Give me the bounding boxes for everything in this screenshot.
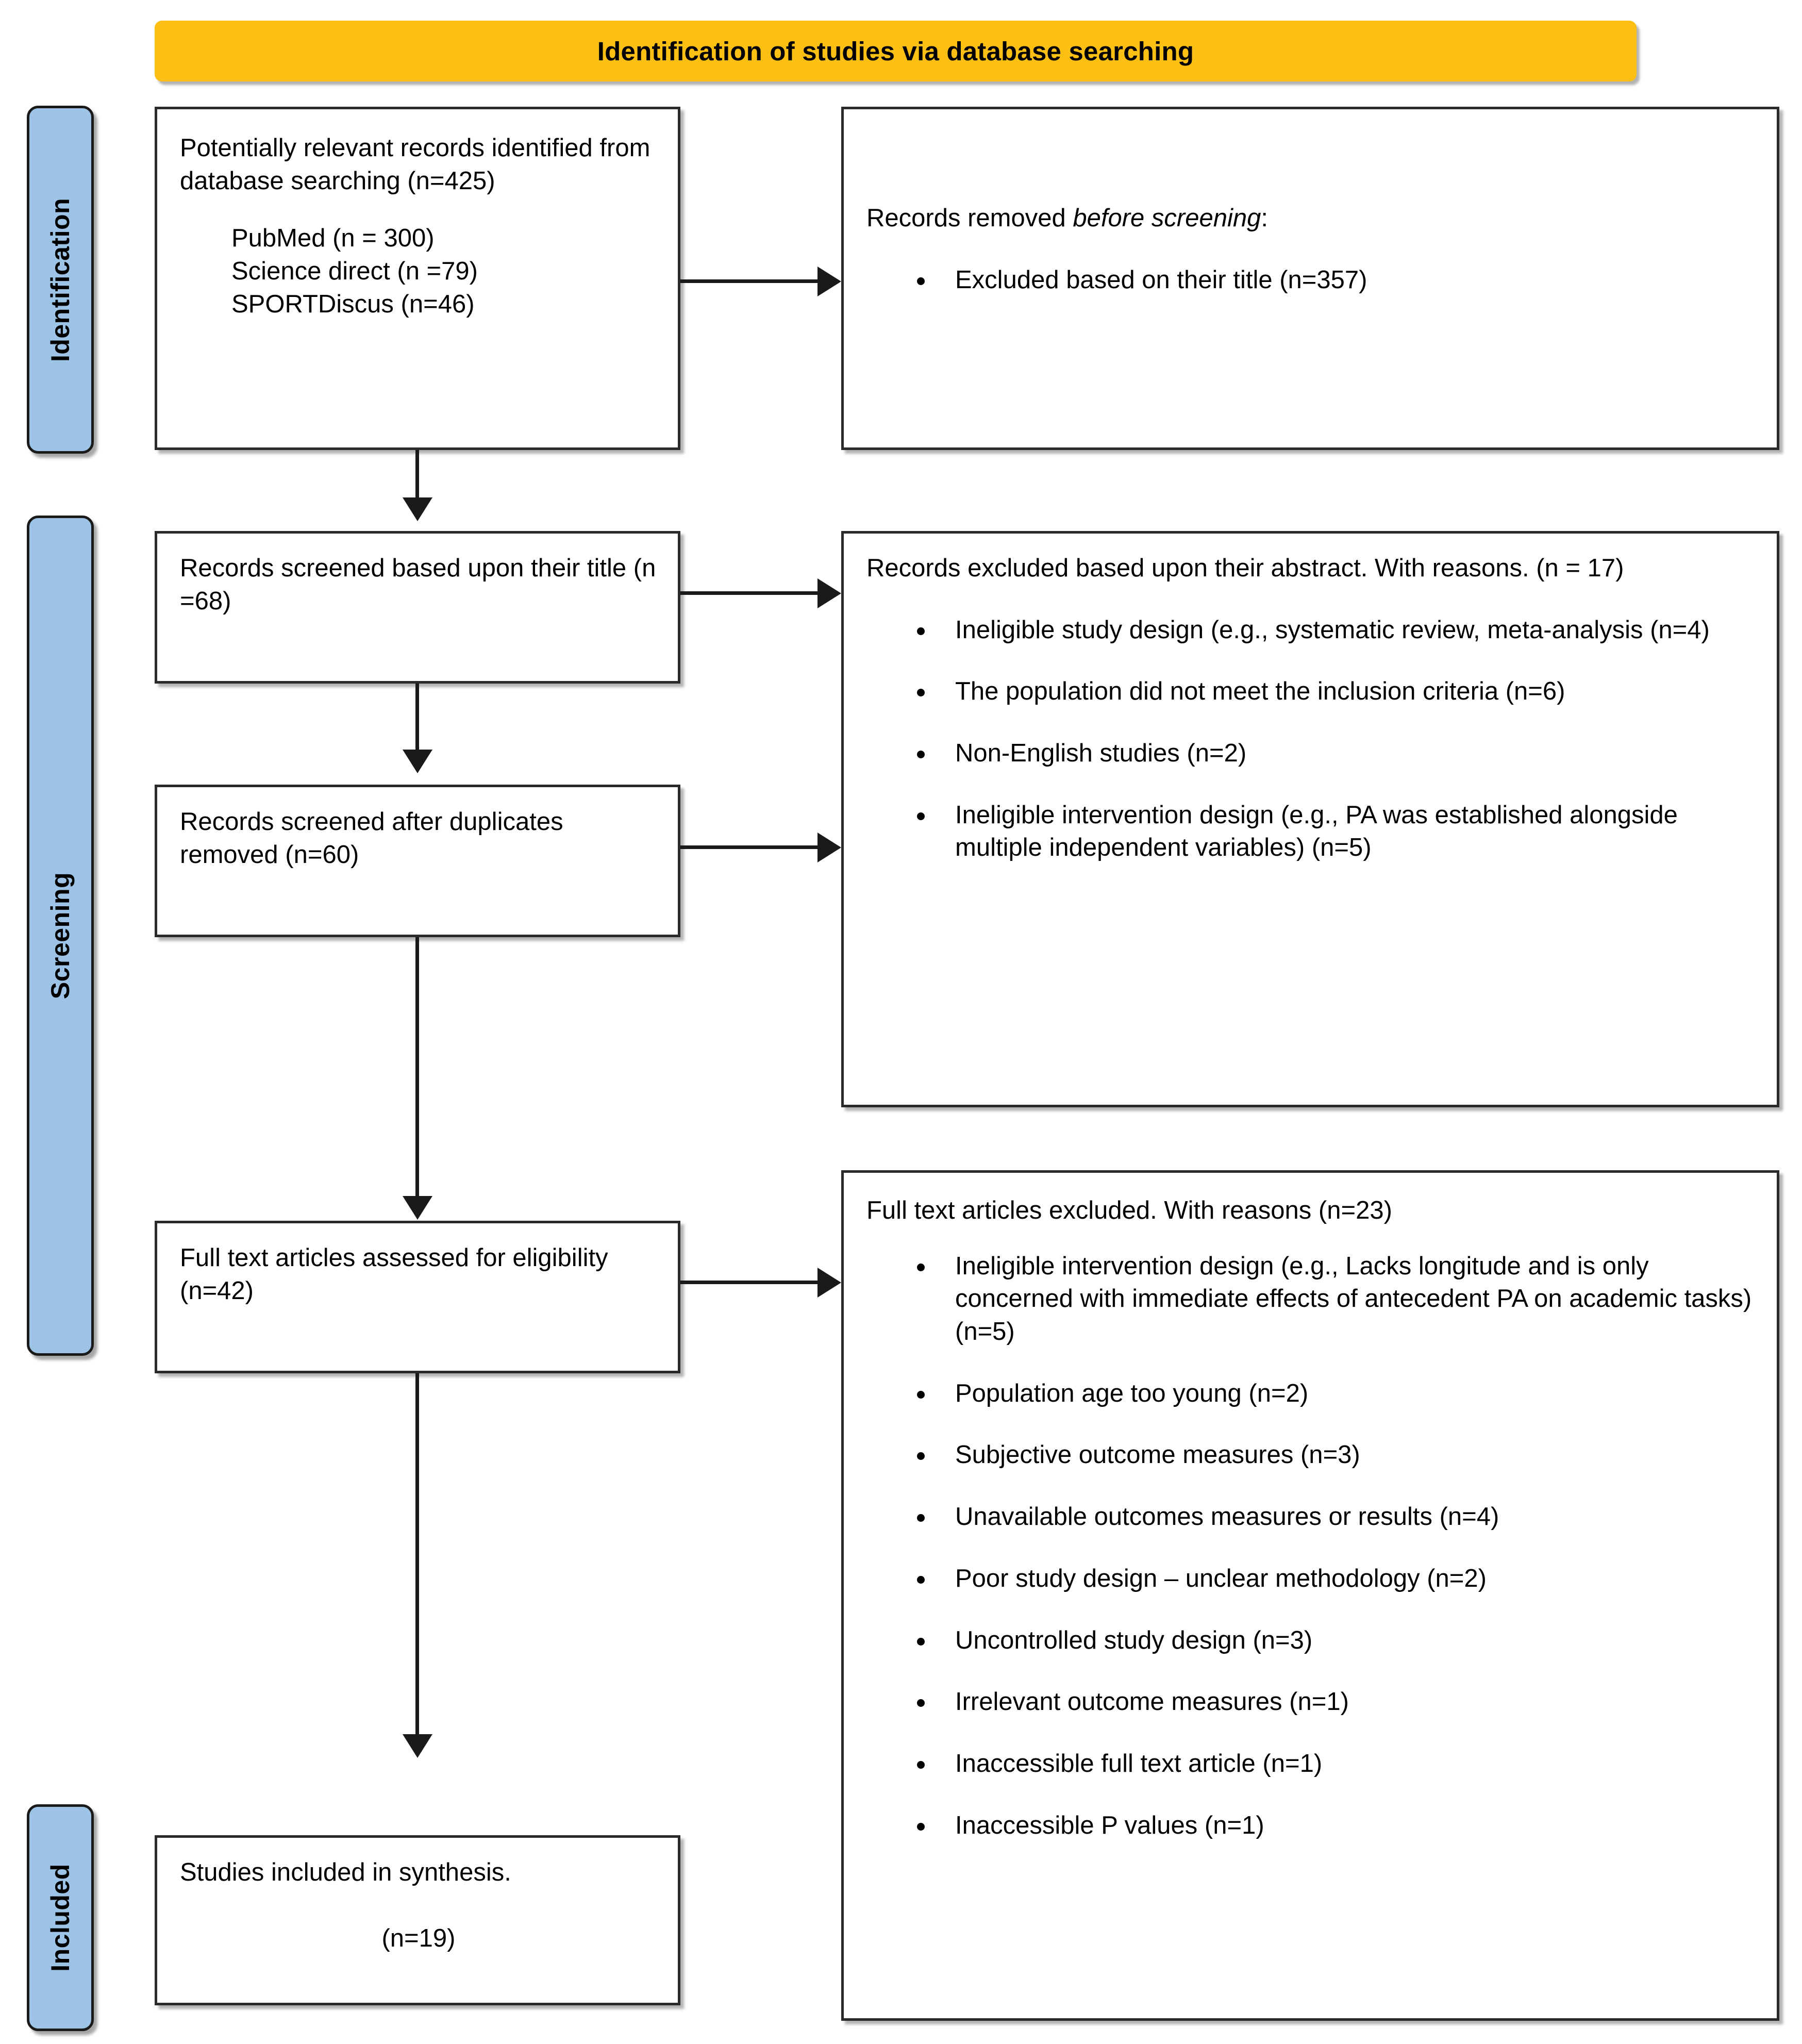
stage-tab-identification: Identification (27, 106, 94, 454)
stage-tab-included: Included (27, 1804, 94, 2031)
arrow-screened-title-to-excluded (817, 578, 841, 608)
records-screened-title-heading: Records screened based upon their title … (180, 554, 656, 615)
connector-duplicates-to-full-text (415, 937, 419, 1196)
connector-duplicates-to-excluded (680, 845, 817, 849)
connector-full-text-to-included (415, 1373, 419, 1734)
banner-title: Identification of studies via database s… (597, 36, 1194, 66)
list-item: The population did not meet the inclusio… (917, 675, 1756, 708)
records-excluded-abstract-reason-list: Ineligible study design (e.g., systemati… (866, 614, 1756, 865)
list-item: Ineligible study design (e.g., systemati… (917, 614, 1756, 647)
records-removed-heading: Records removed before screening: (866, 202, 1756, 235)
arrow-identified-to-screened-title (403, 497, 432, 521)
database-source-item: Science direct (n =79) (231, 257, 478, 286)
connector-identified-to-removed (680, 279, 817, 283)
arrow-full-text-to-included (403, 1734, 432, 1758)
list-item: Unavailable outcomes measures or results… (917, 1501, 1756, 1534)
list-item: Uncontrolled study design (n=3) (917, 1624, 1756, 1657)
arrow-screened-title-to-duplicates (403, 750, 432, 773)
arrow-duplicates-to-full-text (403, 1196, 432, 1220)
box-full-text-excluded: Full text articles excluded. With reason… (841, 1170, 1779, 2021)
studies-included-heading: Studies included in synthesis. (180, 1858, 511, 1886)
records-removed-heading-italic: before screening (1073, 204, 1261, 232)
arrow-full-text-to-excluded (817, 1268, 841, 1298)
full-text-excluded-heading: Full text articles excluded. With reason… (866, 1197, 1392, 1224)
connector-identified-to-screened-title (415, 450, 419, 497)
list-item: Population age too young (n=2) (917, 1377, 1756, 1410)
studies-included-count: (n=19) (381, 1924, 456, 1952)
list-item: Inaccessible full text article (n=1) (917, 1748, 1756, 1781)
connector-screened-title-to-duplicates (415, 684, 419, 750)
connector-screened-title-to-excluded (680, 591, 817, 595)
header-banner: Identification of studies via database s… (155, 21, 1637, 81)
connector-full-text-to-excluded (680, 1281, 817, 1284)
box-records-screened-title: Records screened based upon their title … (155, 531, 680, 684)
records-identified-heading: Potentially relevant records identified … (180, 134, 650, 195)
full-text-assessed-heading: Full text articles assessed for eligibil… (180, 1244, 608, 1305)
box-records-identified: Potentially relevant records identified … (155, 107, 680, 450)
list-item: Irrelevant outcome measures (n=1) (917, 1686, 1756, 1719)
list-item: Ineligible intervention design (e.g., La… (917, 1250, 1756, 1349)
records-excluded-abstract-heading: Records excluded based upon their abstra… (866, 554, 1624, 582)
stage-tab-screening-label: Screening (46, 872, 75, 1000)
database-source-item: SPORTDiscus (n=46) (231, 290, 475, 318)
database-source-list: PubMed (n = 300) Science direct (n =79) … (231, 222, 657, 321)
stage-tab-identification-label: Identification (46, 197, 75, 362)
list-item: Poor study design – unclear methodology … (917, 1563, 1756, 1596)
box-studies-included: Studies included in synthesis. (n=19) (155, 1835, 680, 2005)
box-records-excluded-abstract: Records excluded based upon their abstra… (841, 531, 1779, 1107)
list-item: Non-English studies (n=2) (917, 737, 1756, 770)
records-removed-heading-post: : (1261, 204, 1268, 232)
list-item: Ineligible intervention design (e.g., PA… (917, 799, 1756, 865)
records-screened-duplicates-heading: Records screened after duplicates remove… (180, 808, 563, 869)
stage-tab-included-label: Included (46, 1864, 75, 1972)
arrow-duplicates-to-excluded (817, 833, 841, 862)
box-records-removed-before-screening: Records removed before screening: Exclud… (841, 107, 1779, 450)
box-full-text-assessed: Full text articles assessed for eligibil… (155, 1221, 680, 1373)
records-removed-heading-pre: Records removed (866, 204, 1073, 232)
box-records-screened-duplicates: Records screened after duplicates remove… (155, 785, 680, 937)
stage-tab-screening: Screening (27, 516, 94, 1356)
full-text-excluded-reason-list: Ineligible intervention design (e.g., La… (866, 1250, 1756, 1842)
list-item: Inaccessible P values (n=1) (917, 1809, 1756, 1842)
arrow-identified-to-removed (817, 267, 841, 296)
list-item: Excluded based on their title (n=357) (917, 264, 1756, 297)
records-removed-reason-list: Excluded based on their title (n=357) (866, 264, 1756, 297)
list-item: Subjective outcome measures (n=3) (917, 1439, 1756, 1472)
database-source-item: PubMed (n = 300) (231, 224, 435, 253)
